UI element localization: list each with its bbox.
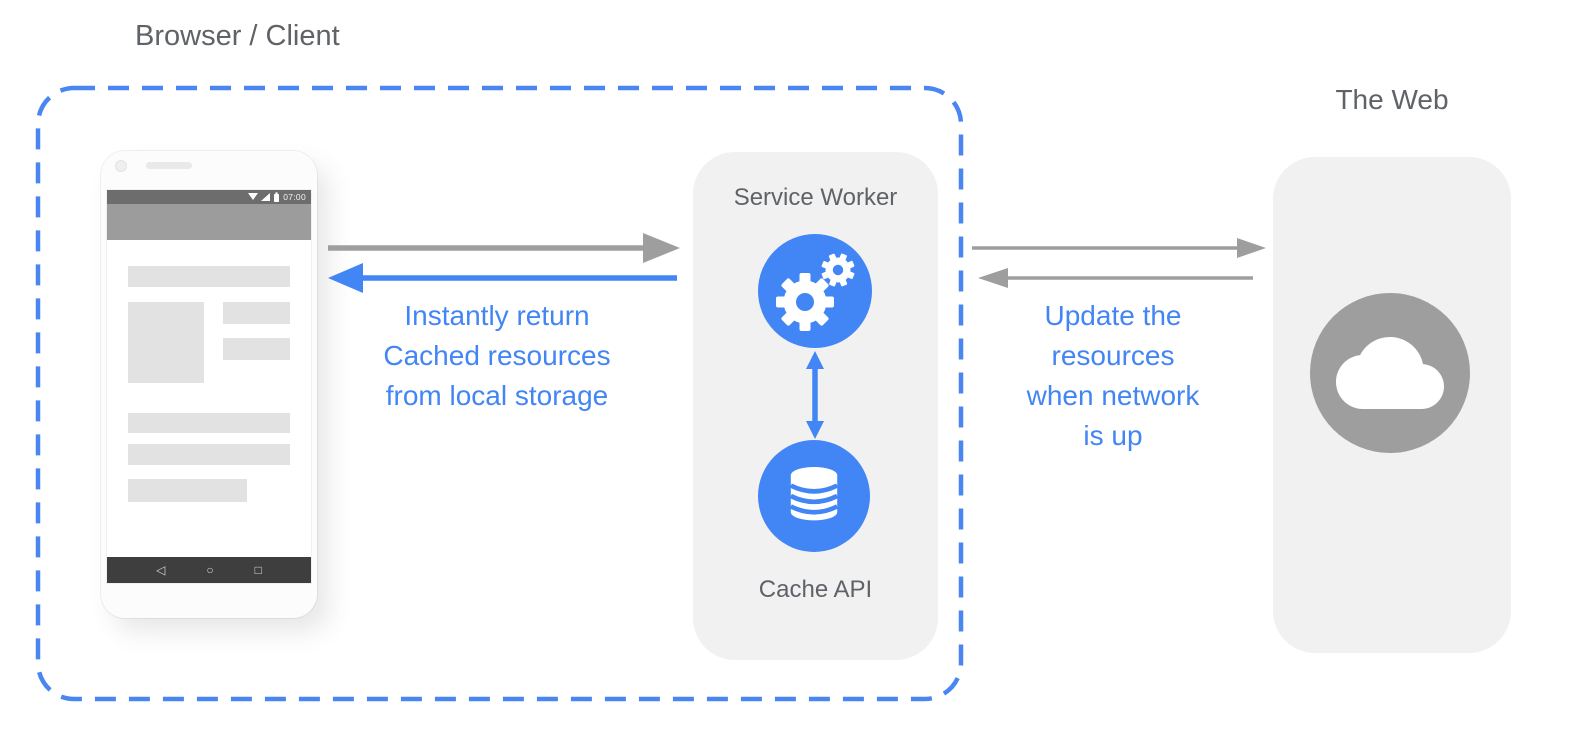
arrow-cached-response-to-phone [328,263,677,293]
caption-cache-return: Instantly return Cached resources from l… [347,296,647,416]
content-placeholder [128,444,290,465]
phone-speaker [146,162,192,169]
caption-line: Cached resources [383,340,611,371]
cloud-icon [1336,337,1444,409]
caption-line: resources [1051,340,1175,371]
phone-nav-bar: ◁ ○ □ [107,557,311,583]
back-icon: ◁ [156,563,166,577]
service-worker-panel: Service Worker [693,152,938,660]
caption-line: Update the [1044,300,1182,331]
content-placeholder [223,302,290,324]
caption-line: from local storage [385,380,609,411]
caption-network-update: Update the resources when network is up [983,296,1243,456]
arrow-request-to-service-worker [328,233,680,263]
service-worker-title: Service Worker [733,184,898,211]
content-placeholder [128,413,290,433]
content-placeholder [128,266,290,287]
caption-line: is up [1083,420,1143,451]
phone-page-content [107,240,311,557]
content-placeholder [223,338,290,360]
service-worker-badge [758,234,872,348]
the-web-label: The Web [1335,84,1449,115]
phone-mockup: 07:00 ◁ ○ □ [101,151,317,618]
phone-screen: 07:00 ◁ ○ □ [106,189,312,584]
database-icon [789,467,839,521]
cache-api-label: Cache API [758,576,873,603]
browser-client-label: Browser / Client [135,20,340,52]
phone-app-bar [107,204,311,240]
gears-icon [776,253,855,331]
cache-storage-badge [758,440,870,552]
caption-line: when network [1026,380,1200,411]
wifi-icon [248,193,259,200]
phone-camera-dot [115,160,127,172]
arrow-response-from-web [978,268,1253,288]
arrow-request-to-web [972,238,1266,258]
status-time: 07:00 [283,192,306,202]
web-badge [1310,293,1470,453]
phone-status-bar: 07:00 [107,190,311,204]
content-placeholder [128,302,204,383]
battery-icon [274,192,280,202]
content-placeholder [128,479,247,502]
caption-line: Instantly return [404,300,590,331]
home-icon: ○ [206,563,214,577]
the-web-panel [1273,157,1511,653]
recents-icon: □ [254,563,262,577]
signal-icon [261,193,271,201]
